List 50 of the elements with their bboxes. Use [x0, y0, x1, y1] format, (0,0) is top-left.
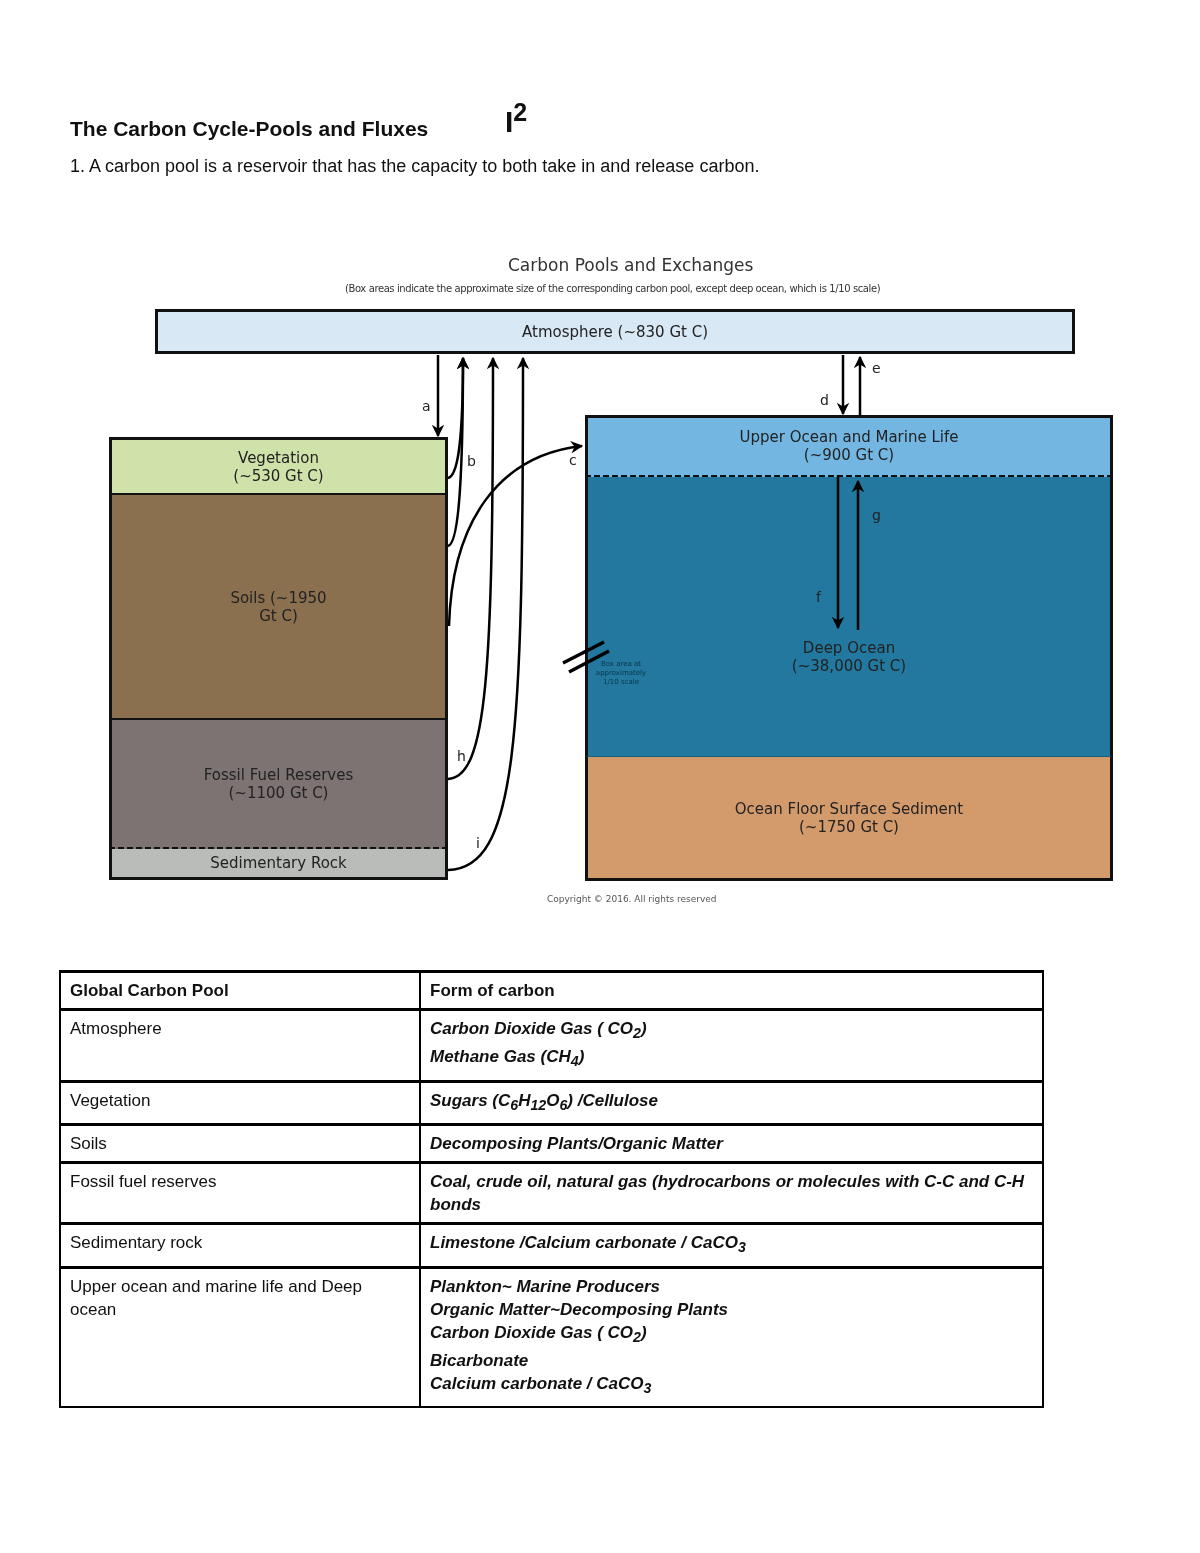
- pool-box: [109, 720, 448, 850]
- edge-label: f: [815, 590, 822, 605]
- pool-label: Upper Ocean and Marine Life (~900 Gt C): [738, 428, 960, 464]
- arrow: [836, 355, 850, 416]
- table-cell: Form of carbon: [420, 971, 1043, 1010]
- figure-heading: Carbon Pools and Exchanges: [508, 255, 754, 275]
- table-cell: Upper ocean and marine life and Deep ocean: [60, 1267, 420, 1408]
- page-title: The Carbon Cycle-Pools and Fluxes: [70, 117, 429, 141]
- table-cell: Plankton~ Marine Producers Organic Matter~Decomposing Plants Carbon Dioxide Gas ( CO$_{2}$) Bicarbonate Calcium carbonate / CaCO$_{3}$: [420, 1267, 1043, 1408]
- arrow: [447, 441, 584, 627]
- arrow: [853, 355, 867, 416]
- table-cell: Vegetation: [60, 1081, 420, 1125]
- pool-label: Soils (~1950 Gt C): [229, 588, 328, 625]
- arrow: [431, 355, 445, 438]
- table-cell: Sedimentary rock: [60, 1223, 420, 1268]
- table-cell: Soils: [60, 1124, 420, 1163]
- arrow: [851, 479, 865, 630]
- diagram-subtitle: (Box areas indicate the approximate size of the corresponding carbon pool, except deep ocean, which is 1/10 scale): [345, 283, 881, 294]
- pool-label: Ocean Floor Surface Sediment (~1750 Gt C): [733, 799, 965, 836]
- arrow: [831, 475, 845, 630]
- pool-label: Fossil Fuel Reserves (~1100 Gt C): [202, 765, 355, 802]
- edge-label: b: [466, 454, 477, 469]
- arrow: [447, 356, 530, 872]
- pool-box: [109, 437, 448, 496]
- edge-label: d: [819, 393, 830, 408]
- pool-label: Deep Ocean (~38,000 Gt C): [790, 638, 908, 675]
- pool-box: [585, 415, 1113, 478]
- pool-label: Vegetation (~530 Gt C): [232, 448, 325, 485]
- table-cell: Coal, crude oil, natural gas (hydrocarbons or molecules with C-C and C-H bonds: [420, 1162, 1043, 1224]
- pool-label: Sedimentary Rock: [210, 854, 347, 872]
- pool-box: [585, 757, 1113, 881]
- edge-label: h: [456, 749, 467, 764]
- table-cell: Limestone /Calcium carbonate / CaCO$_{3}$: [420, 1223, 1043, 1268]
- table-cell: Atmosphere: [60, 1009, 420, 1082]
- pool-box: [109, 495, 448, 721]
- edge-label: i: [475, 836, 481, 851]
- copyright-note: Copyright © 2016. All rights reserved: [547, 894, 717, 904]
- arrow: [447, 356, 470, 547]
- arrow: [447, 356, 500, 781]
- table-cell: Carbon Dioxide Gas ( CO$_{2}$) Methane Gas (CH$_{4}$): [420, 1009, 1043, 1082]
- pool-label: Atmosphere (~830 Gt C): [522, 322, 708, 341]
- pool-box: [585, 477, 1113, 758]
- pool-box: [155, 309, 1075, 354]
- heading-mark: I$^{2}$: [505, 98, 528, 139]
- question-text: 1. A carbon pool is a reservoir that has the capacity to both take in and release carbon.: [70, 156, 760, 177]
- table-cell: Decomposing Plants/Organic Matter: [420, 1124, 1043, 1163]
- table-cell: Sugars (C$_{6}$H$_{12}$O$_{6}$) /Cellulose: [420, 1081, 1043, 1125]
- table-cell: Global Carbon Pool: [60, 971, 420, 1010]
- pool-box: [109, 849, 448, 880]
- table-cell: Fossil fuel reserves: [60, 1162, 420, 1224]
